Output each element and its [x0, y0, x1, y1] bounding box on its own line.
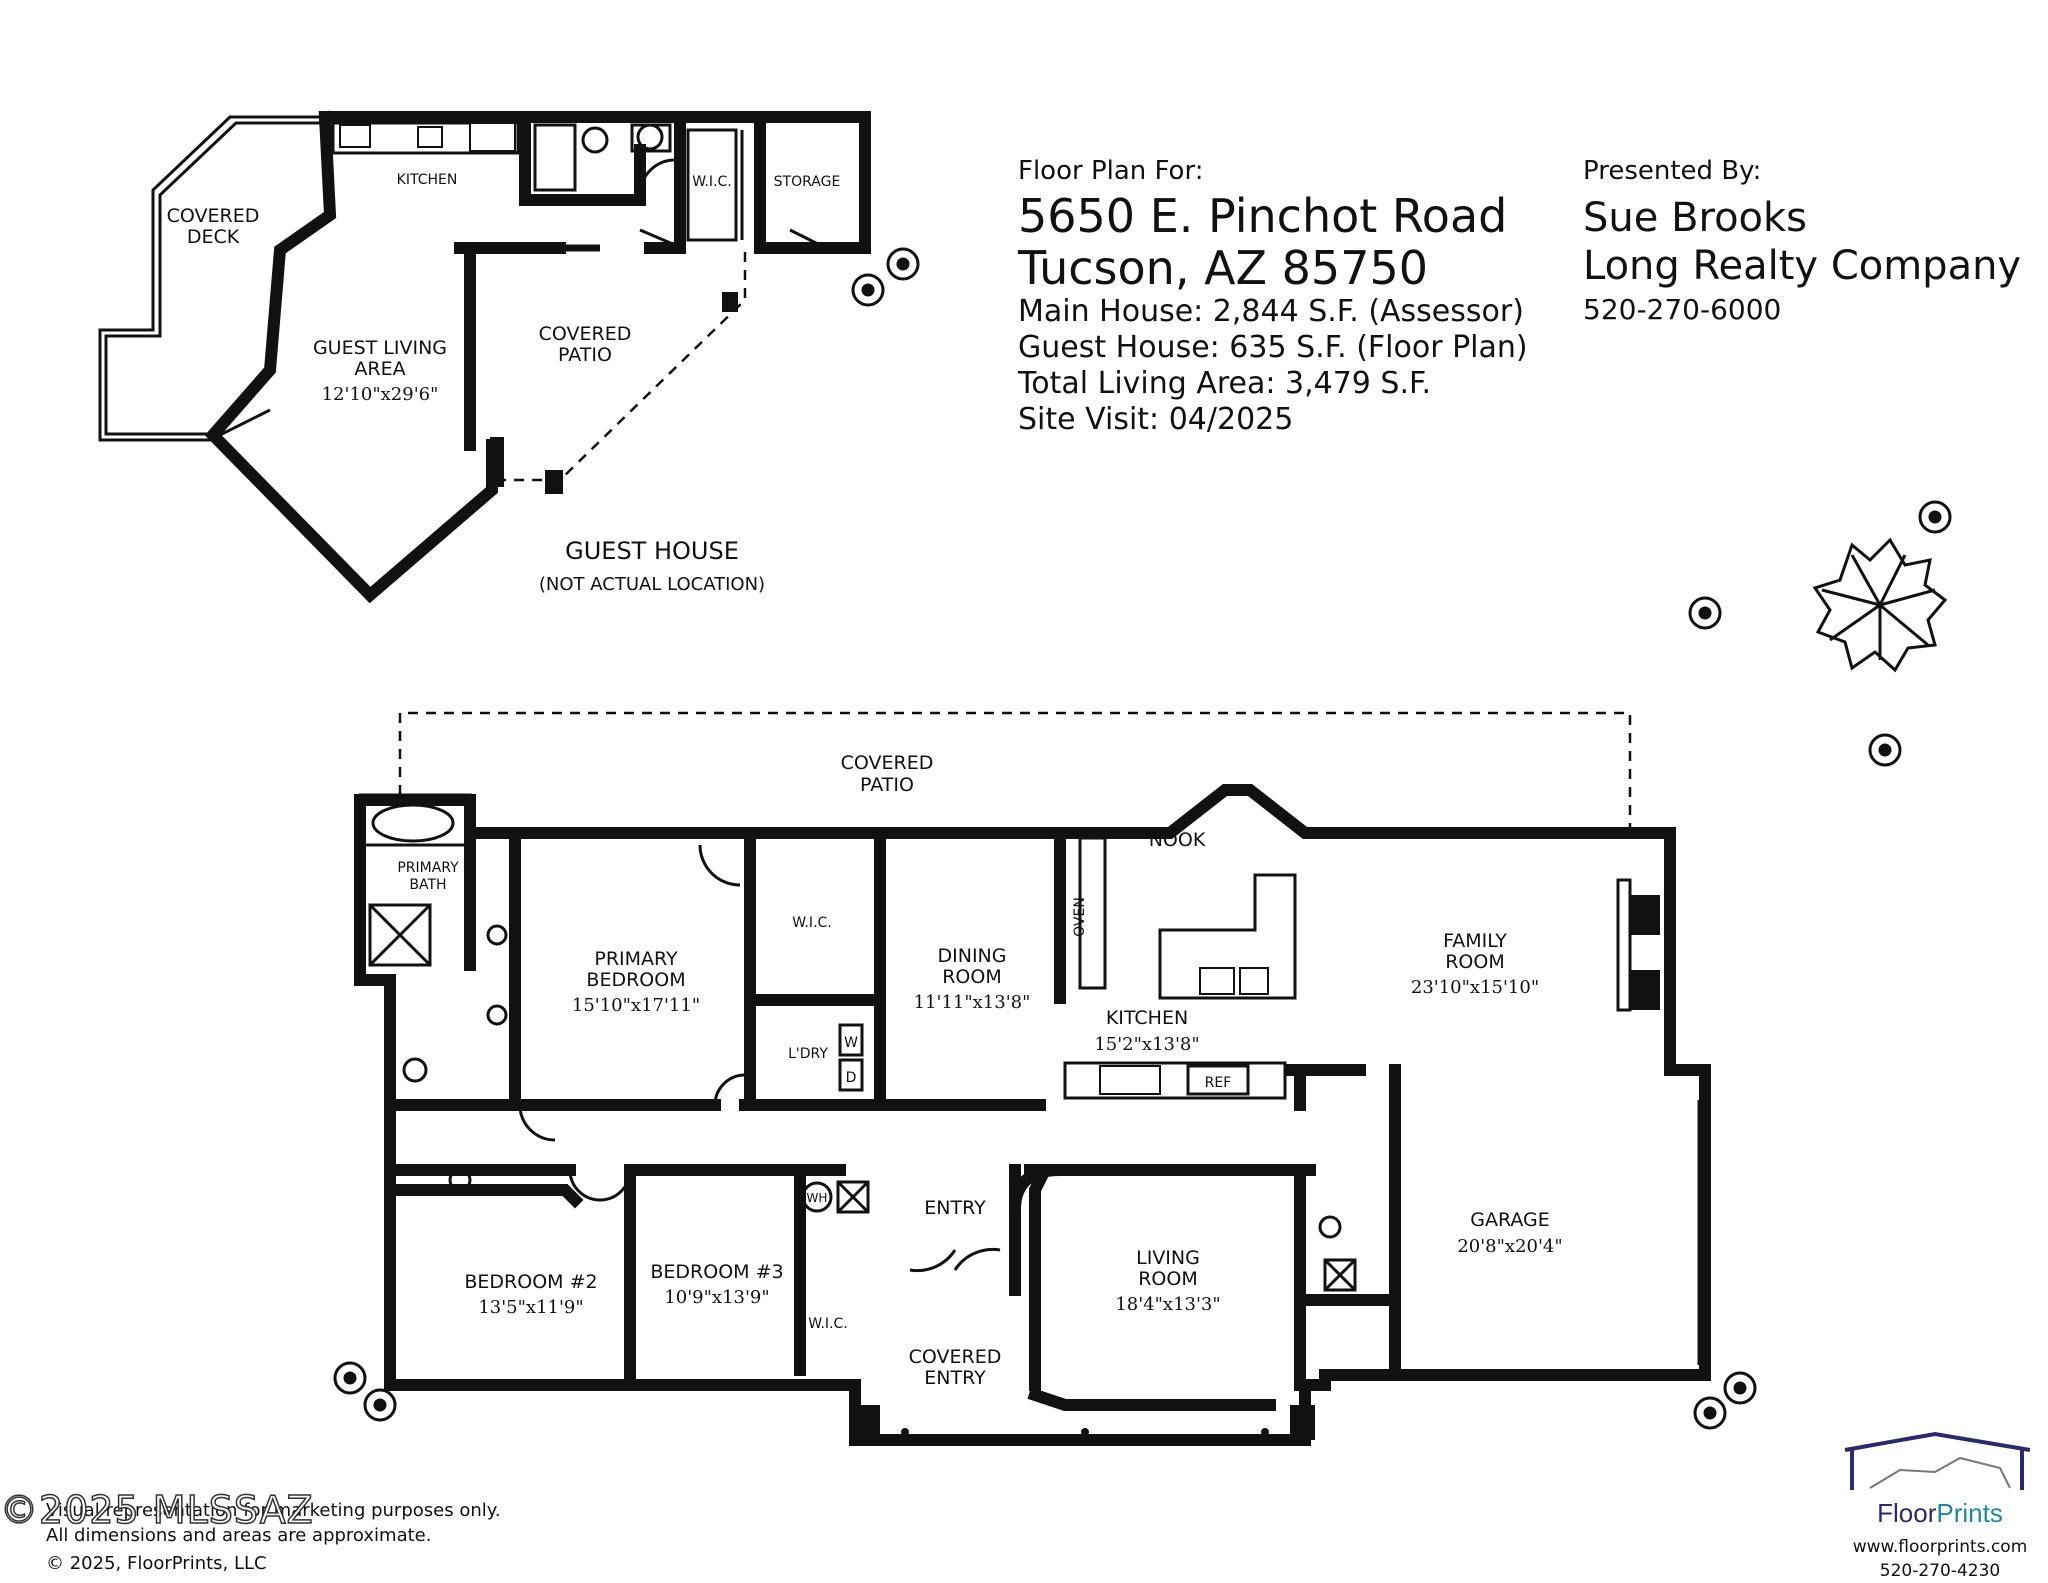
covered-entry-label-2: ENTRY [924, 1367, 986, 1389]
disclaimer-line1: Visual representation for marketing purp… [46, 1500, 501, 1521]
guest-covered-deck-outline [98, 115, 325, 442]
guest-living-label-2: AREA [354, 358, 405, 380]
presented-by-label: Presented By: [1583, 156, 1762, 186]
dining-dim: 11'11"x13'8" [914, 992, 1031, 1013]
primary-bedroom-label-2: BEDROOM [586, 969, 685, 991]
dryer-label: D [846, 1070, 857, 1086]
guest-deck-label-2: DECK [187, 226, 240, 248]
primary-bath-label-1: PRIMARY [397, 860, 459, 876]
guest-patio-outline [495, 252, 747, 482]
shrub-icon [333, 247, 1952, 1430]
guest-house-subtitle: (NOT ACTUAL LOCATION) [539, 574, 765, 595]
large-tree-icon [1812, 537, 1948, 673]
brand-prints: Prints [1936, 1498, 2003, 1528]
guest-living-dim: 12'10"x29'6" [322, 384, 439, 405]
site-visit-date: Site Visit: 04/2025 [1018, 402, 1294, 437]
guest-wic-label: W.I.C. [692, 174, 732, 190]
agent-phone: 520-270-6000 [1583, 293, 1782, 326]
living-label-1: LIVING [1136, 1247, 1200, 1269]
oven-label: OVEN [1072, 897, 1088, 937]
laundry-label: L'DRY [788, 1046, 828, 1062]
guest-patio-label-2: PATIO [558, 344, 612, 366]
disclaimer-line2: All dimensions and areas are approximate… [46, 1525, 432, 1546]
total-living-area: Total Living Area: 3,479 S.F. [1018, 366, 1431, 401]
mls-watermark: ©2025 MLSSAZ [0, 1487, 314, 1533]
guest-house-title: GUEST HOUSE [565, 537, 739, 565]
main-patio-label-1: COVERED [841, 752, 934, 774]
info-block: Floor Plan For: 5650 E. Pinchot Road Tuc… [1018, 156, 1528, 438]
guest-patio-label-1: COVERED [539, 323, 632, 345]
guest-living-label-1: GUEST LIVING [313, 337, 447, 359]
living-label-2: ROOM [1138, 1268, 1198, 1290]
guest-house-area: Guest House: 635 S.F. (Floor Plan) [1018, 330, 1528, 365]
floorprints-logo: FloorPrints www.floorprints.com 520-270-… [1840, 1430, 2040, 1581]
company-name: Long Realty Company [1583, 243, 2022, 289]
house-roof-icon [1844, 1431, 2031, 1490]
primary-bedroom-dim: 15'10"x17'11" [572, 995, 700, 1016]
primary-wic-label: W.I.C. [792, 915, 832, 931]
family-label-2: ROOM [1445, 951, 1505, 973]
main-house-area: Main House: 2,844 S.F. (Assessor) [1018, 294, 1524, 329]
kitchen-dim: 15'2"x13'8" [1094, 1034, 1199, 1055]
copyright: © 2025, FloorPrints, LLC [46, 1553, 267, 1574]
address-line2: Tucson, AZ 85750 [1018, 241, 1429, 295]
garage-label: GARAGE [1470, 1209, 1550, 1231]
kitchen-label: KITCHEN [1106, 1007, 1188, 1029]
guest-house: KITCHEN W.I.C. STORAGE COVERED DECK GUES… [98, 110, 871, 604]
agent-name: Sue Brooks [1583, 195, 1808, 241]
covered-entry-label-1: COVERED [909, 1346, 1002, 1368]
presenter-block: Presented By: Sue Brooks Long Realty Com… [1583, 156, 2021, 330]
main-patio-outline [398, 711, 1632, 830]
main-exterior-wall [354, 784, 1711, 1446]
dining-label-1: DINING [938, 945, 1007, 967]
washer-label: W [844, 1035, 858, 1051]
family-dim: 23'10"x15'10" [1411, 977, 1539, 998]
primary-bath-label-2: BATH [409, 877, 446, 893]
garage-dim: 20'8"x20'4" [1457, 1236, 1562, 1257]
address-line1: 5650 E. Pinchot Road [1018, 189, 1508, 243]
landscape [333, 247, 1952, 1430]
guest-storage-label: STORAGE [774, 174, 841, 190]
brand-phone: 520-270-4230 [1879, 1561, 2001, 1581]
bedroom2-label: BEDROOM #2 [464, 1271, 597, 1293]
bedroom3-wic-label: W.I.C. [808, 1316, 848, 1332]
kitchen-island [1158, 873, 1297, 1000]
bedroom3-dim: 10'9"x13'9" [664, 1287, 769, 1308]
entry-label: ENTRY [924, 1197, 986, 1219]
living-dim: 18'4"x13'3" [1115, 1294, 1220, 1315]
nook-label: NOOK [1149, 829, 1206, 851]
floor-plan-for-label: Floor Plan For: [1018, 156, 1204, 186]
water-heater-label: WH [807, 1191, 828, 1205]
main-house: COVERED PATIO NOOK PRIMARY BATH W.I.C. P… [354, 711, 1711, 1446]
family-label-1: FAMILY [1443, 930, 1507, 952]
dining-label-2: ROOM [942, 966, 1002, 988]
brand-floor: Floor [1877, 1498, 1937, 1528]
main-interior-wall [384, 827, 1401, 1391]
bedroom2-dim: 13'5"x11'9" [478, 1297, 583, 1318]
guest-deck-label-1: COVERED [167, 205, 260, 227]
guest-exterior-wall [204, 110, 871, 604]
primary-bedroom-label-1: PRIMARY [594, 948, 678, 970]
main-patio-label-2: PATIO [860, 774, 914, 796]
guest-kitchen-label: KITCHEN [397, 172, 458, 188]
ref-label: REF [1205, 1075, 1232, 1091]
bedroom3-label: BEDROOM #3 [650, 1261, 783, 1283]
brand-website: www.floorprints.com [1852, 1537, 2028, 1557]
